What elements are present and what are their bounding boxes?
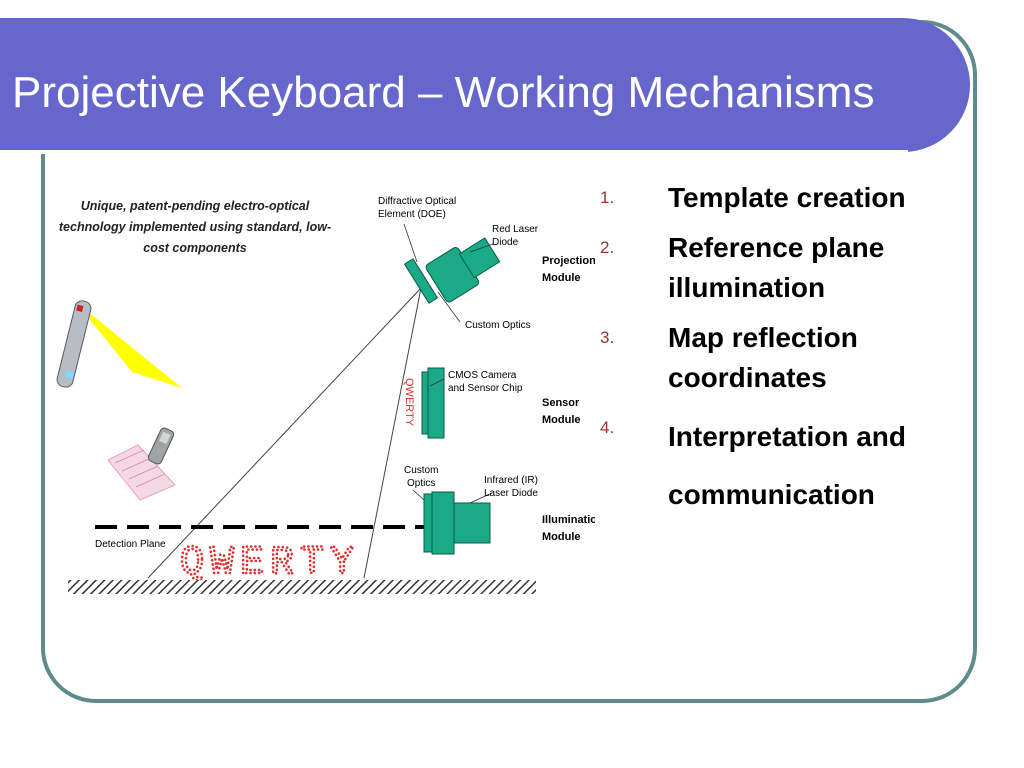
phone-icon (56, 300, 92, 388)
caption-line-2: technology implemented using standard, l… (59, 220, 331, 234)
keyboard-projection-illustration (107, 427, 176, 501)
projection-module-label-line-1: Projection (542, 255, 595, 267)
step-text: Reference plane illumination (668, 232, 885, 303)
cmos-camera (427, 367, 445, 439)
cmos-label-line-1: CMOS Camera (448, 370, 517, 381)
qwerty-projection: QWERTY (180, 541, 360, 586)
projection-module (403, 237, 501, 304)
step-number: 2. (600, 238, 615, 257)
doe-label-line-1: Diffractive Optical (378, 196, 456, 207)
step-number: 3. (600, 328, 615, 347)
vertical-qwerty: QWERTY (403, 378, 415, 427)
sensor-module-label-line-1: Sensor (542, 397, 580, 409)
caption-line-3: cost components (143, 241, 247, 255)
sensor-module-label-line-2: Module (542, 414, 581, 426)
sensor-module (421, 367, 445, 439)
step-text: Template creation (668, 182, 906, 213)
step-number: 4. (600, 418, 615, 437)
doe-element (403, 258, 439, 304)
step-item: 1. Template creation (600, 178, 970, 218)
illumination-module-label-line-1: Illumination (542, 514, 595, 526)
step-number: 1. (600, 188, 615, 207)
step-text: Map reflection coordinates (668, 322, 858, 393)
red-laser-diode (458, 237, 501, 279)
mini-phone-icon (147, 427, 175, 465)
step-text: Interpretation and communication (668, 421, 907, 510)
custom-optics-label-line-1: Custom (404, 465, 438, 476)
laser-beam (82, 310, 182, 388)
step-item: 4. Interpretation and communication (600, 408, 970, 524)
caption-line-1: Unique, patent-pending electro-optical (81, 199, 310, 213)
phone-projection-illustration (56, 300, 182, 388)
ir-optics (431, 491, 455, 555)
working-steps-list: 1. Template creation 2. Reference plane … (600, 178, 970, 534)
projection-module-label-line-2: Module (542, 272, 581, 284)
title-underline (0, 150, 908, 154)
illumination-module-label-line-2: Module (542, 531, 581, 543)
reference-surface (68, 580, 536, 594)
doe-label-line-2: Element (DOE) (378, 209, 446, 220)
title-bar: Projective Keyboard – Working Mechanisms (0, 18, 970, 154)
ir-label-line-1: Infrared (IR) (484, 475, 538, 486)
illumination-module (423, 491, 491, 555)
custom-optics-label-line-2: Optics (407, 478, 435, 489)
red-laser-label-line-2: Diode (492, 237, 519, 248)
detection-plane-label: Detection Plane (95, 539, 166, 550)
cmos-label-line-2: and Sensor Chip (448, 383, 523, 394)
custom-optics-top-label: Custom Optics (465, 320, 531, 331)
red-laser-label-line-1: Red Laser (492, 224, 539, 235)
projective-keyboard-diagram: Unique, patent-pending electro-optical t… (56, 196, 595, 594)
ir-label-line-2: Laser Diode (484, 488, 538, 499)
ir-laser-diode (453, 502, 491, 544)
slide-title: Projective Keyboard – Working Mechanisms (12, 68, 875, 117)
step-item: 2. Reference plane illumination (600, 228, 970, 308)
step-item: 3. Map reflection coordinates (600, 318, 970, 398)
